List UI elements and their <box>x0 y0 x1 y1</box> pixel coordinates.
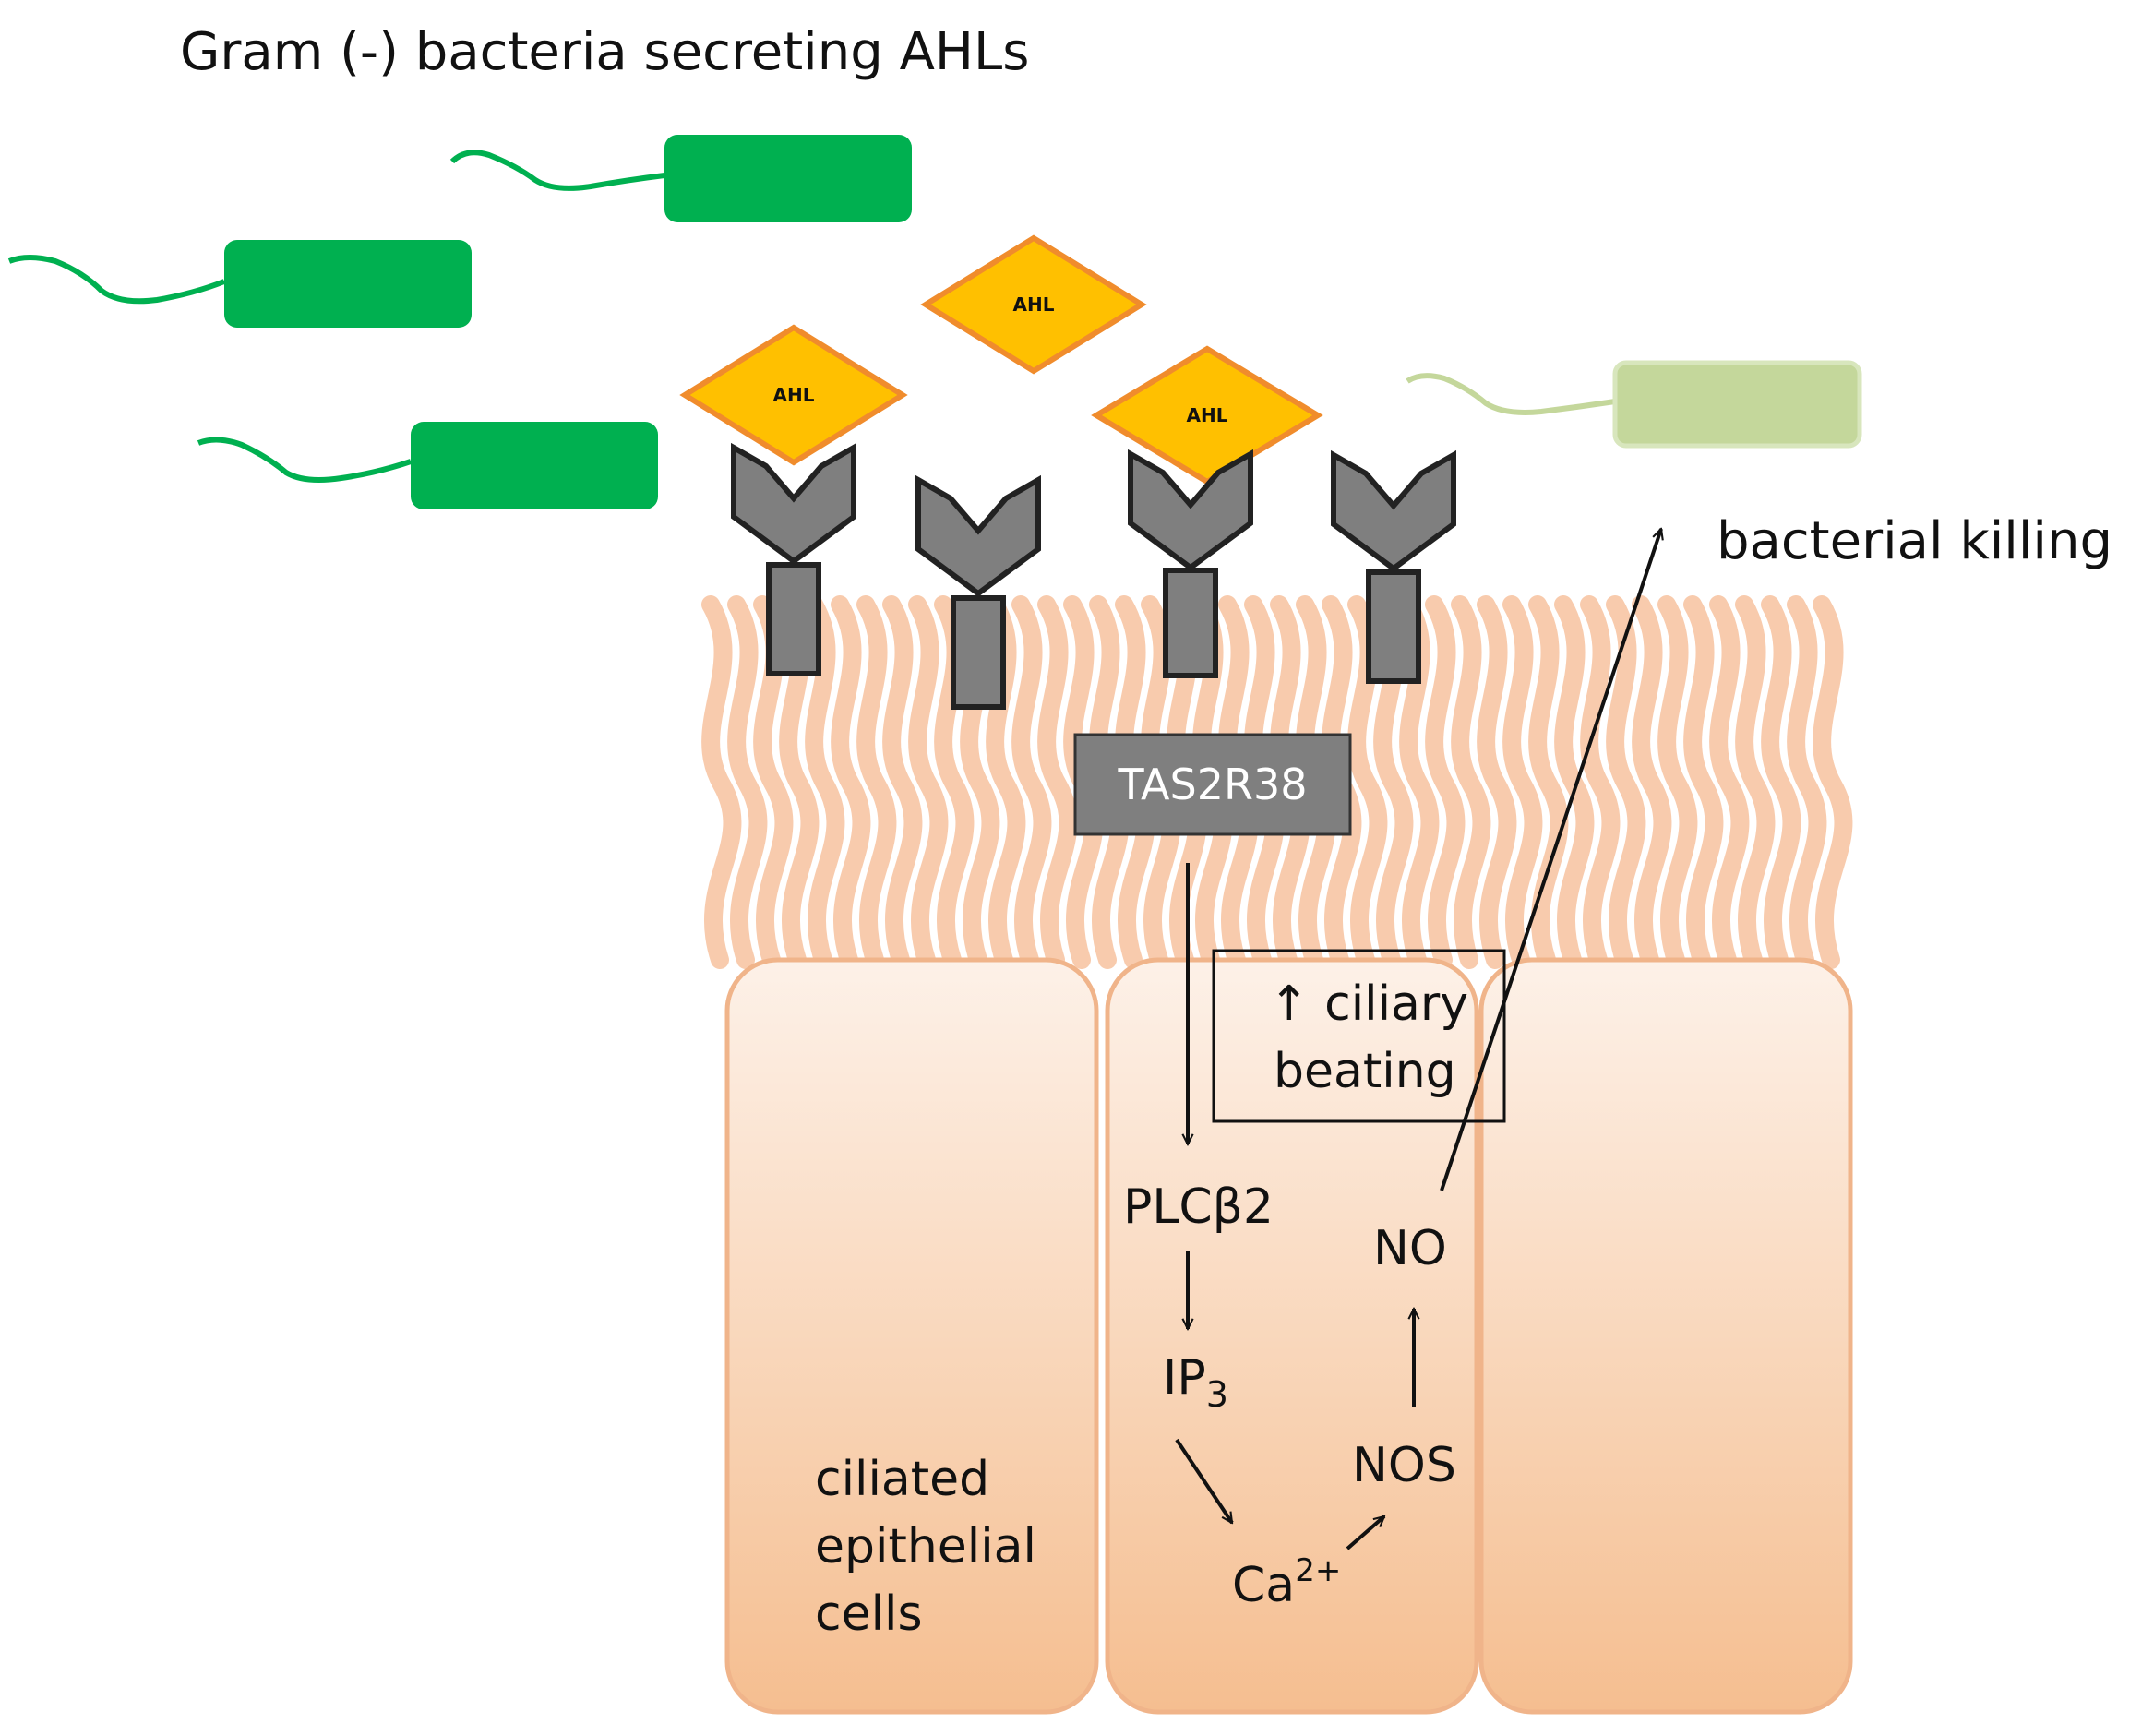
ahl-molecule-1: AHL <box>920 234 1147 375</box>
tas2r38-label: TAS2R38 <box>1118 760 1308 809</box>
no-label: NO <box>1373 1221 1447 1276</box>
calcium-superscript: 2+ <box>1295 1552 1341 1589</box>
cilium <box>908 595 949 969</box>
cilium <box>727 595 768 969</box>
cilium <box>1657 595 1698 969</box>
cilium <box>831 595 871 969</box>
bacterial-killing-label: bacterial killing <box>1717 511 2112 571</box>
receptor-1 <box>731 442 856 676</box>
ahl-label-1: AHL <box>1013 293 1055 316</box>
cilium <box>1709 595 1750 969</box>
ip3-main: IP <box>1163 1350 1206 1406</box>
diagram-title: Gram (-) bacteria secreting AHLs <box>180 22 1029 82</box>
ahl-molecule-3: AHL <box>1091 345 1323 485</box>
cilium <box>1451 595 1491 969</box>
ciliary-beating-line2: beating <box>1274 1044 1456 1099</box>
cilium <box>1813 595 1853 969</box>
arrow-ip3-to-ca <box>1175 1438 1234 1523</box>
receptor-3 <box>1128 449 1253 678</box>
bacterium-2 <box>7 240 472 328</box>
cilium <box>1787 595 1827 969</box>
cilium <box>1554 595 1595 969</box>
arrow-no-to-killing <box>1440 529 1661 1191</box>
cilium <box>856 595 897 969</box>
cells-label-line2: epithelial <box>815 1519 1036 1574</box>
cilium <box>986 595 1026 969</box>
ahl-label-3: AHL <box>1187 404 1228 426</box>
receptor-4 <box>1331 449 1456 684</box>
cilium <box>805 595 845 969</box>
cilium <box>701 595 742 969</box>
nos-label: NOS <box>1352 1438 1456 1493</box>
cells-label-line3: cells <box>815 1586 923 1642</box>
cells-label-line1: ciliated <box>815 1452 989 1507</box>
cilium <box>1477 595 1517 969</box>
cilium <box>1502 595 1543 969</box>
calcium-label: Ca2+ <box>1232 1552 1341 1613</box>
cilium <box>1735 595 1776 969</box>
arrow-ca-to-nos <box>1346 1516 1384 1550</box>
cilium <box>1606 595 1646 969</box>
cilium <box>1683 595 1724 969</box>
ip3-label: IP3 <box>1163 1350 1228 1415</box>
ahl-molecule-2: AHL <box>679 324 908 466</box>
bacterium-3 <box>197 422 658 509</box>
cilium <box>1011 595 1052 969</box>
tas2r38-box <box>1073 733 1352 836</box>
epithelial-cell-left <box>724 957 1099 1715</box>
cilium <box>1425 595 1466 969</box>
cilium <box>1580 595 1621 969</box>
ahl-label-2: AHL <box>773 384 815 406</box>
cilium <box>1037 595 1078 969</box>
epithelial-cell-right <box>1478 957 1853 1715</box>
cilium <box>1632 595 1672 969</box>
bacterium-killed <box>1406 360 1862 449</box>
ip3-subscript: 3 <box>1206 1374 1228 1415</box>
receptor-2 <box>915 474 1041 710</box>
cilium <box>1761 595 1801 969</box>
calcium-main: Ca <box>1232 1558 1295 1613</box>
plc-beta2-label: PLCβ2 <box>1123 1179 1274 1235</box>
cilium <box>882 595 923 969</box>
bacterium-1 <box>449 135 912 222</box>
cilia <box>701 595 1853 969</box>
ciliary-beating-line1: ↑ ciliary <box>1269 976 1468 1032</box>
cilium <box>1528 595 1569 969</box>
ciliary-beating-box <box>1212 949 1506 1123</box>
